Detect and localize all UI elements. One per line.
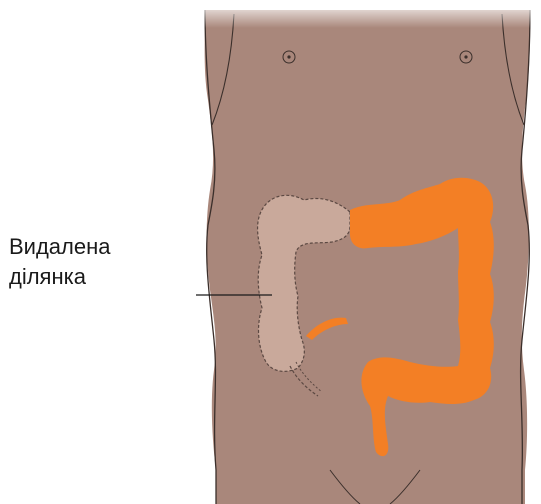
callout-label-line-2: ділянка bbox=[9, 262, 189, 292]
callout-label-line-1: Видалена bbox=[9, 232, 189, 262]
callout-label: Видалена ділянка bbox=[9, 232, 189, 292]
